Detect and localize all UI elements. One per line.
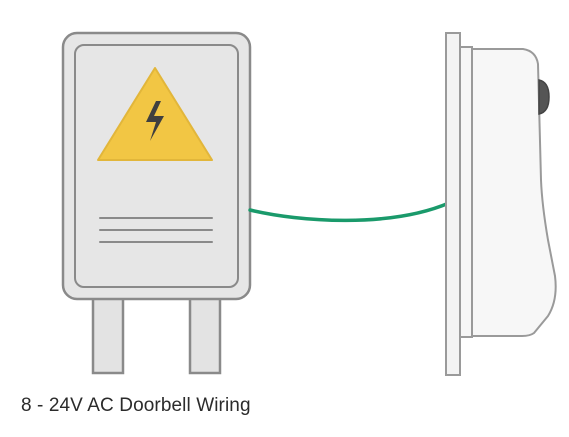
transformer <box>61 31 252 301</box>
doorbell-button <box>538 79 550 115</box>
diagram-caption: 8 - 24V AC Doorbell Wiring <box>21 395 251 416</box>
transformer-inner-panel <box>74 44 239 288</box>
transformer-prong-right <box>188 295 222 375</box>
transformer-prong-left <box>91 295 125 375</box>
doorbell-wall-plate <box>445 32 461 376</box>
doorbell-wire <box>248 201 451 223</box>
transformer-prongs <box>91 295 222 375</box>
high-voltage-warning-icon <box>97 67 213 161</box>
transformer-vent-lines <box>99 217 213 243</box>
doorbell-body <box>471 48 557 337</box>
doorbell-mount-plate <box>459 46 473 338</box>
video-doorbell-side-icon <box>445 32 557 376</box>
